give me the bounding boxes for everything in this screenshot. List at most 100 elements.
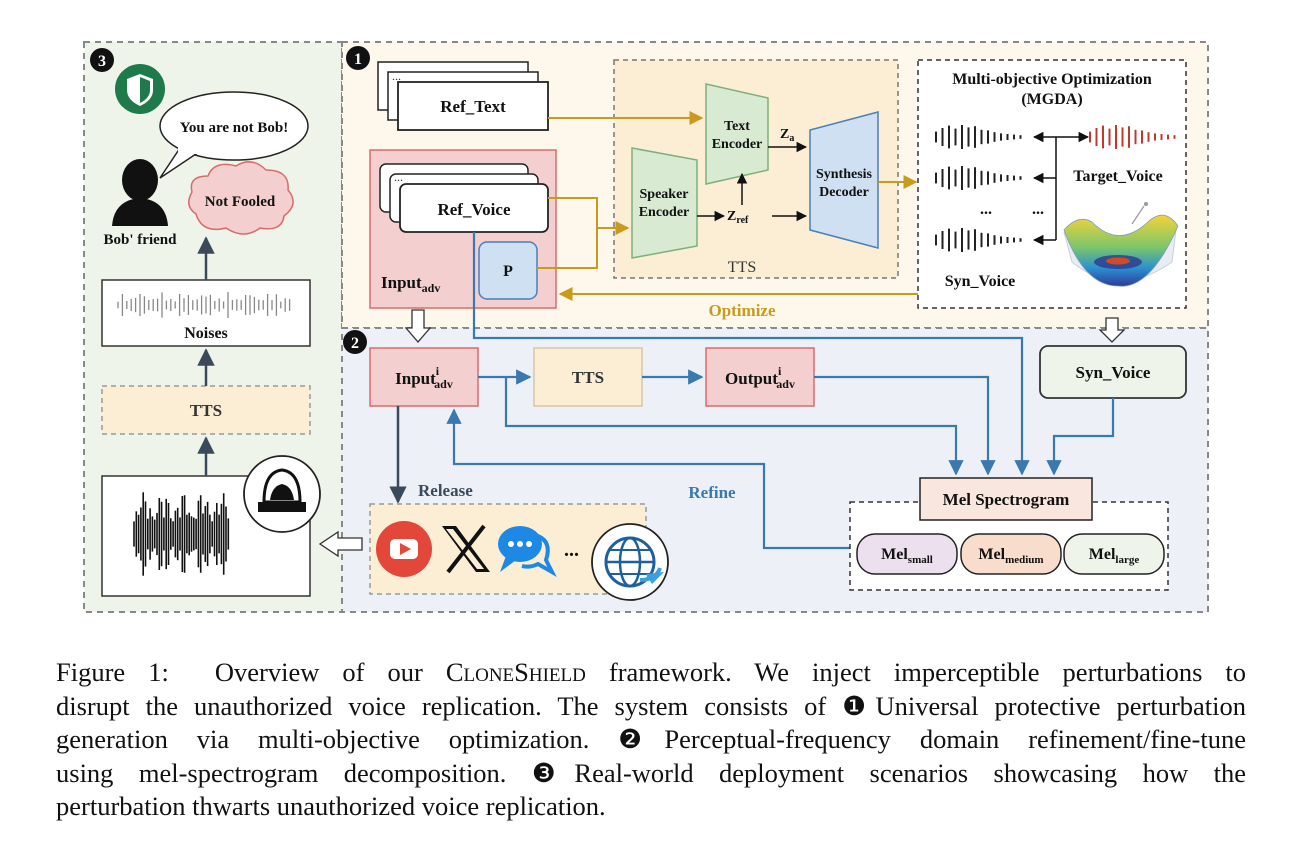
youtube-icon	[376, 521, 432, 577]
mel-medium-pill	[960, 533, 1062, 575]
mgda-subtitle: (MGDA)	[1021, 91, 1082, 108]
person-icon	[112, 159, 168, 226]
caption-text: generation via multi-objective optimizat…	[56, 724, 619, 754]
svg-text:3: 3	[98, 53, 106, 70]
figure-label: Figure 1:	[56, 657, 169, 687]
mel-large-label: Mellarge	[1089, 546, 1140, 566]
output-adv-i-box	[705, 347, 815, 407]
panel-3-badge: 3	[90, 48, 114, 72]
synthesis-decoder-block	[809, 111, 879, 249]
caption-text: disrupt the unauthorized voice replicati…	[56, 690, 843, 721]
syn-ellipsis-2: ...	[1032, 201, 1044, 218]
z-a-label: Za	[780, 127, 794, 144]
panel-2-badge: 2	[343, 330, 367, 354]
shield-icon	[115, 64, 165, 114]
noise-waveform	[117, 292, 291, 318]
mel-large-pill	[1063, 533, 1165, 575]
text-encoder-label: Text	[724, 119, 750, 134]
caption-text: framework. We inject imperceptible pertu…	[585, 657, 1247, 687]
ref-text-label: Ref_Text	[440, 97, 506, 116]
caption-text: Real-world deployment scenarios showcasi…	[574, 757, 1246, 788]
syn-ellipsis: ...	[980, 201, 992, 218]
speaker-encoder-block	[631, 147, 698, 259]
caption-text: Overview of our	[214, 657, 446, 687]
platforms-more: ...	[564, 539, 579, 561]
synthesis-decoder-label: Synthesis	[816, 167, 873, 182]
noises-label: Noises	[184, 325, 228, 342]
target-waveform	[1089, 125, 1176, 149]
marker-3: ❸	[531, 757, 575, 788]
synvoice-to-mel-arrow	[1046, 398, 1115, 476]
caption-line-4: using mel-spectrogram decomposition. ❸Re…	[56, 757, 1246, 791]
caption-line-3: generation via multi-objective optimizat…	[56, 723, 1246, 757]
text-encoder-block	[705, 83, 769, 185]
syn-waveform-3	[935, 228, 1022, 252]
caption-line-5: perturbation thwarts unauthorized voice …	[56, 791, 606, 821]
ref-voice-to-speaker-arrow	[548, 197, 630, 235]
tts-module-label: TTS	[728, 259, 756, 276]
speaker-encoder-label-2: Encoder	[639, 205, 690, 220]
platforms-to-panel3-hollow-arrow	[318, 530, 363, 558]
input-to-mel-arrow	[504, 377, 964, 476]
mgda-title: Multi-objective Optimization	[952, 71, 1152, 88]
svg-text:2: 2	[351, 335, 359, 352]
marker-1: ❶	[842, 690, 876, 721]
syn-waveform-1	[935, 125, 1022, 149]
mel-small-pill	[856, 533, 958, 575]
mel-small-label: Melsmall	[881, 546, 933, 566]
caption-line-2: disrupt the unauthorized voice replicati…	[56, 690, 1246, 724]
tts-box-panel3	[101, 385, 311, 435]
marker-2: ❷	[618, 724, 665, 754]
input-adv-label: Inputadv	[381, 273, 440, 295]
tts-label-panel3: TTS	[190, 401, 222, 420]
refine-arrow	[446, 408, 856, 550]
released-waveform	[133, 492, 230, 576]
hacker-icon	[243, 455, 321, 533]
speech-bubble	[159, 91, 309, 179]
syn-voice-label-panel2: Syn_Voice	[1076, 363, 1151, 382]
bobs-friend-label: Bob' friend	[104, 232, 178, 248]
caption-text: Universal protective perturbation	[875, 690, 1247, 721]
output-to-mel-arrow	[814, 375, 996, 476]
optimize-label: Optimize	[708, 301, 775, 320]
mel-medium-label: Melmedium	[978, 546, 1043, 566]
refine-label: Refine	[688, 483, 736, 502]
panel-1-badge: 1	[346, 46, 370, 70]
syn-waveform-2	[935, 166, 1022, 190]
caption-line-1: Figure 1: Overview of our CloneShield fr…	[56, 656, 1246, 690]
inputadv-down-hollow-arrow	[404, 309, 432, 343]
svg-text:...: ...	[394, 170, 403, 184]
tts-label-panel2: TTS	[572, 368, 604, 387]
caption-text: Perceptual-frequency domain refinement/f…	[664, 724, 1246, 754]
framework-diagram: 3 1 2 TTS ... Ref_Text Inputadv ... Ref_…	[83, 41, 1209, 613]
z-ref-label: Zref	[727, 209, 749, 226]
x-logo-icon	[442, 524, 490, 574]
synthesis-decoder-label-2: Decoder	[819, 185, 869, 200]
p-to-speaker-line	[537, 228, 598, 269]
chat-bubbles-icon	[498, 526, 557, 578]
release-label: Release	[418, 481, 473, 500]
refvoice-to-mel-arrow	[472, 232, 1030, 476]
globe-icon	[591, 523, 669, 601]
ref-voice-stack: ... Ref_Voice	[379, 163, 549, 233]
ref-voice-label: Ref_Voice	[437, 200, 510, 219]
svg-text:...: ...	[392, 69, 401, 83]
mel-spectrogram-box	[919, 477, 1093, 521]
target-voice-label: Target_Voice	[1073, 168, 1162, 185]
speaker-encoder-label: Speaker	[640, 187, 689, 202]
caption-text: using mel-spectrogram decomposition.	[56, 757, 532, 788]
mgda-to-synvoice-hollow-arrow	[1098, 317, 1126, 343]
perturbation-label: P	[503, 263, 513, 280]
mel-spectrogram-label: Mel Spectrogram	[943, 490, 1070, 509]
ref-text-stack: ... Ref_Text	[377, 61, 549, 131]
svg-text:1: 1	[354, 51, 362, 68]
loss-surface-icon	[1063, 202, 1179, 287]
not-fooled-text: Not Fooled	[205, 194, 276, 210]
text-encoder-label-2: Encoder	[712, 137, 763, 152]
perturbation-box	[478, 241, 538, 300]
figure-caption: Figure 1: Overview of our CloneShield fr…	[56, 656, 1246, 824]
not-fooled-cloud	[188, 161, 294, 235]
speech-bubble-text: You are not Bob!	[180, 120, 289, 136]
